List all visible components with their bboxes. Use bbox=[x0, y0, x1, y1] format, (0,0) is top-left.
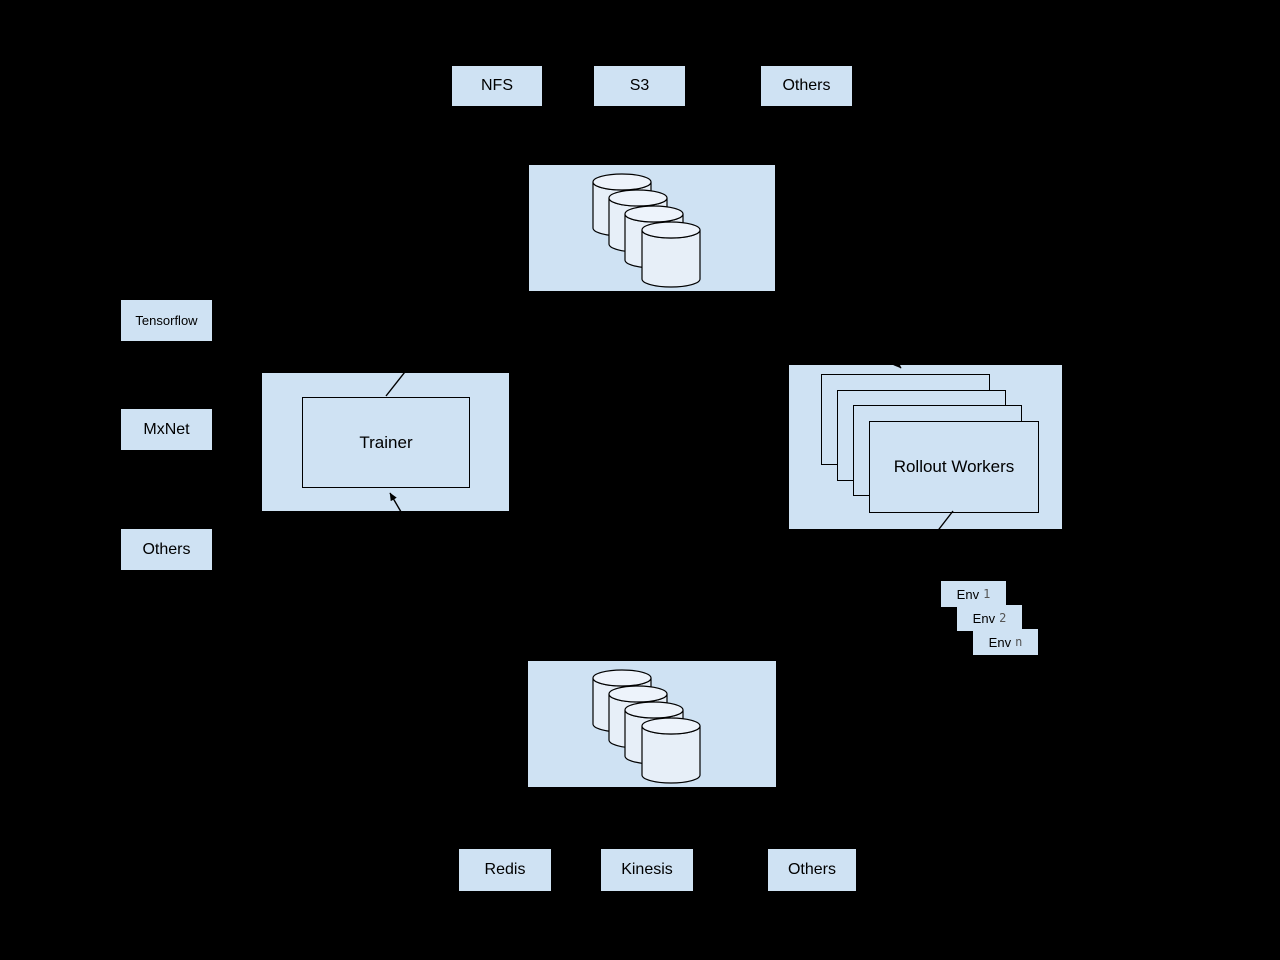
node-tensorflow: Tensorflow bbox=[121, 300, 212, 341]
env-2-label: Env bbox=[972, 610, 996, 626]
node-kinesis: Kinesis bbox=[601, 849, 693, 891]
node-nfs: NFS bbox=[452, 66, 542, 106]
rollout-workers-label: Rollout Workers bbox=[893, 457, 1015, 476]
node-s3: S3 bbox=[594, 66, 685, 106]
node-others-top: Others bbox=[761, 66, 852, 106]
node-s3-label: S3 bbox=[629, 77, 650, 94]
env-1-label: Env bbox=[956, 586, 980, 602]
trainer-label: Trainer bbox=[359, 432, 413, 452]
rollout-workers-panel: Rollout Workers bbox=[789, 365, 1062, 529]
trainer-panel: Trainer bbox=[262, 373, 509, 511]
env-1-index: 1 bbox=[983, 587, 991, 601]
node-kinesis-label: Kinesis bbox=[621, 861, 673, 878]
node-others-bottom-label: Others bbox=[787, 861, 836, 878]
database-stack-icon bbox=[592, 669, 701, 784]
node-redis-label: Redis bbox=[484, 861, 526, 878]
bottom-datastore-panel bbox=[528, 661, 776, 787]
node-others-frameworks: Others bbox=[121, 529, 212, 570]
top-datastore-panel bbox=[529, 165, 775, 291]
node-others-frameworks-label: Others bbox=[142, 540, 191, 558]
env-n-label: Env bbox=[988, 634, 1012, 650]
node-others-bottom: Others bbox=[768, 849, 856, 891]
trainer-node: Trainer bbox=[302, 397, 470, 488]
node-mxnet-label: MxNet bbox=[143, 420, 190, 438]
node-mxnet: MxNet bbox=[121, 409, 212, 450]
env-n-index: n bbox=[1015, 635, 1023, 649]
node-redis: Redis bbox=[459, 849, 551, 891]
database-stack-icon bbox=[592, 173, 701, 288]
env-2-index: 2 bbox=[999, 611, 1007, 625]
node-others-top-label: Others bbox=[782, 77, 831, 94]
node-nfs-label: NFS bbox=[481, 77, 513, 94]
rollout-workers-node: Rollout Workers bbox=[869, 421, 1039, 513]
node-tensorflow-label: Tensorflow bbox=[135, 313, 198, 328]
